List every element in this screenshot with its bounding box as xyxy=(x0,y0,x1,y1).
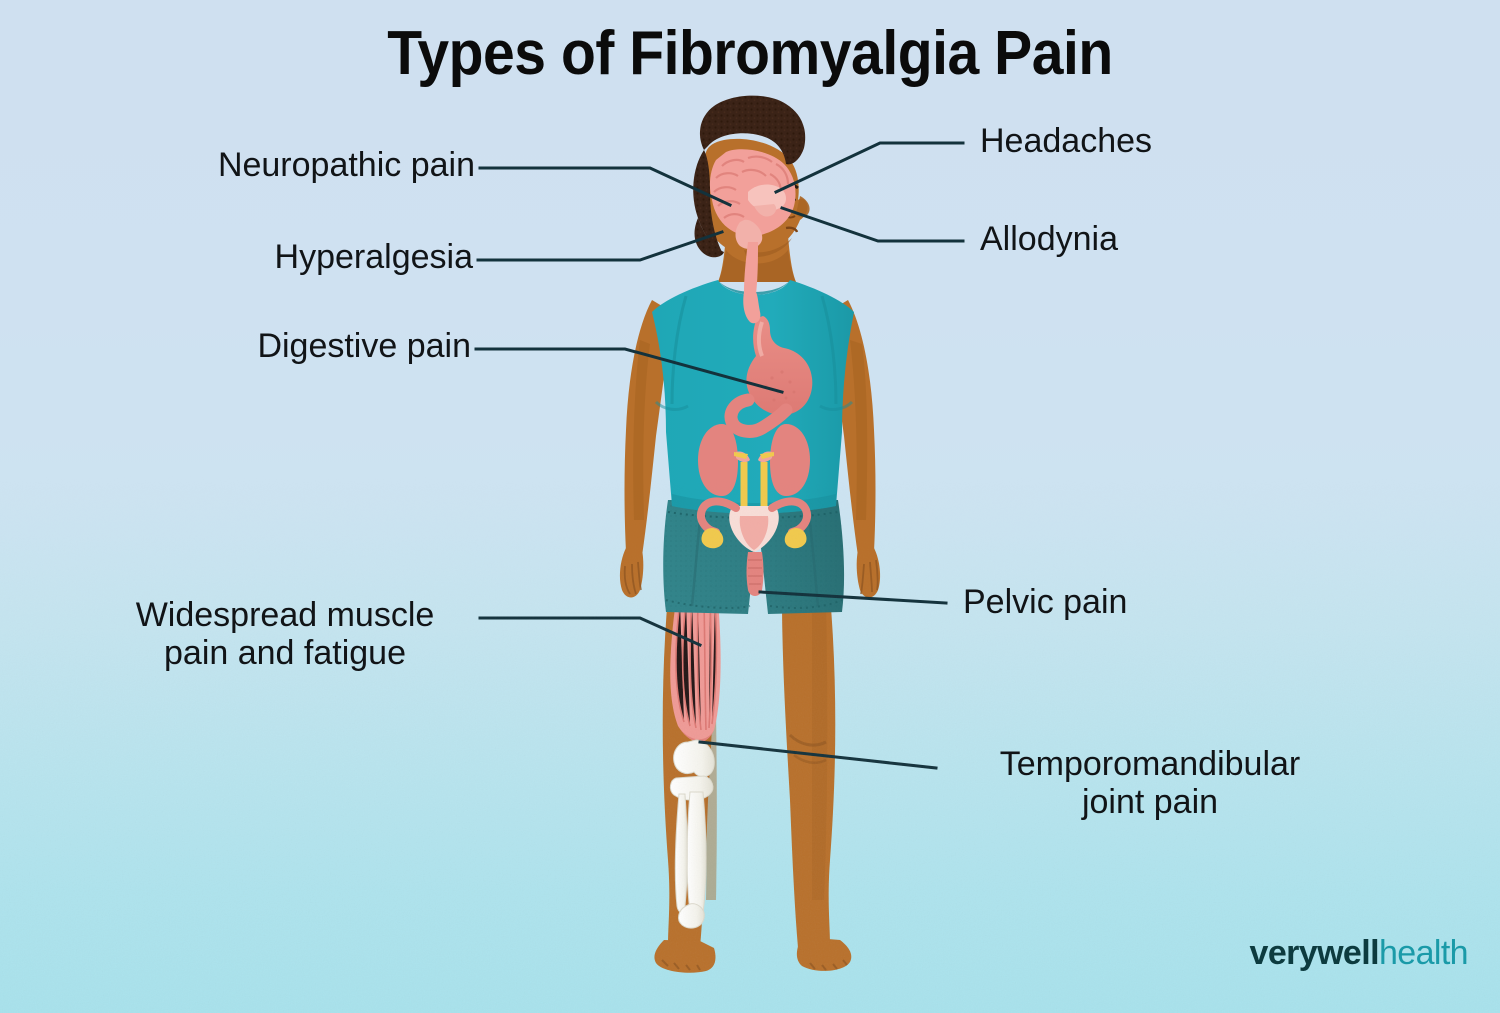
label-widespread-line-1: Widespread muscle xyxy=(135,596,435,634)
cervix xyxy=(746,552,764,596)
label-tmj-pain: Temporomandibular joint pain xyxy=(950,745,1350,821)
right-leg xyxy=(782,595,836,948)
label-hyperalgesia: Hyperalgesia xyxy=(274,238,473,276)
label-widespread-line-2: pain and fatigue xyxy=(164,634,406,673)
label-tmj-line-1: Temporomandibular xyxy=(999,745,1301,783)
right-leg-shadow xyxy=(812,600,828,900)
label-headaches: Headaches xyxy=(980,122,1153,160)
label-neuropathic-pain: Neuropathic pain xyxy=(217,146,475,184)
label-widespread-muscle-pain: Widespread muscle pain and fatigue xyxy=(95,596,475,672)
label-allodynia: Allodynia xyxy=(980,220,1118,258)
left-foot xyxy=(654,940,716,973)
label-digestive-pain: Digestive pain xyxy=(257,327,471,365)
thigh-muscle-group xyxy=(670,599,721,742)
label-tmj-line-2: joint pain xyxy=(1081,783,1219,822)
logo-secondary: health xyxy=(1378,934,1469,972)
label-pelvic-pain: Pelvic pain xyxy=(963,583,1128,621)
logo-primary: verywell xyxy=(1249,934,1380,972)
verywell-health-logo: verywellhealth xyxy=(1249,934,1469,973)
page-title: Types of Fibromyalgia Pain xyxy=(387,19,1113,88)
